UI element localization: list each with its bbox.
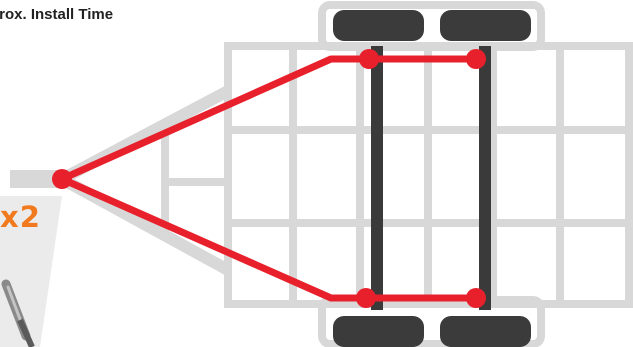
tire-bottom-front — [333, 316, 424, 347]
tire-top-rear — [440, 10, 531, 41]
trailer-deck-frame — [228, 46, 629, 304]
junction-top-rear — [466, 49, 486, 69]
junction-hitch — [52, 169, 72, 189]
a-frame-crossbar — [165, 124, 228, 240]
brake-line-lower — [62, 179, 474, 298]
brake-line-upper — [62, 59, 474, 179]
axle-rear — [479, 46, 491, 310]
junction-bottom-front — [356, 288, 376, 308]
junction-top-front — [359, 49, 379, 69]
axle-front — [371, 46, 383, 310]
tire-bottom-rear — [440, 316, 531, 347]
junction-bottom-rear — [466, 288, 486, 308]
quantity-badge: x2 — [0, 197, 41, 237]
tire-top-front — [333, 10, 424, 41]
